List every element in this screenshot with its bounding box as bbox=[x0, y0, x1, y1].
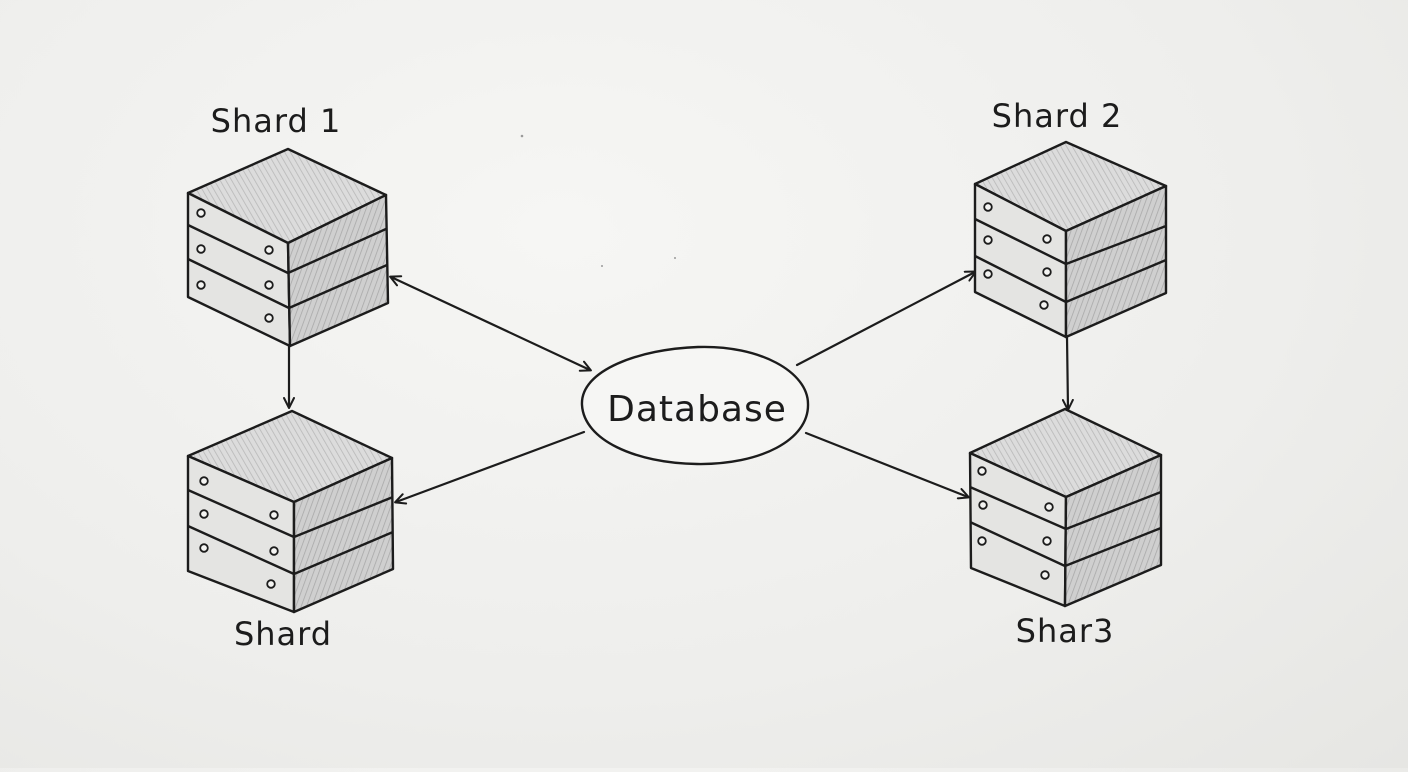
connectors bbox=[283, 270, 1074, 505]
unit-dividers bbox=[187, 223, 388, 310]
shard3-label: Shar3 bbox=[1016, 612, 1115, 650]
unit-dividers bbox=[969, 485, 1162, 568]
database-node: Database bbox=[580, 345, 810, 466]
speck bbox=[520, 134, 524, 138]
led-icon bbox=[977, 536, 987, 546]
led-icon bbox=[196, 280, 206, 290]
right-face bbox=[1063, 453, 1163, 608]
server-stack-shard-bottom-left bbox=[186, 409, 395, 614]
led-icon bbox=[983, 269, 993, 279]
server-stack-shard3 bbox=[968, 407, 1163, 608]
led-indicators bbox=[196, 208, 274, 323]
led-icon bbox=[199, 509, 209, 519]
led-icon bbox=[1044, 502, 1054, 512]
led-indicators bbox=[983, 202, 1052, 310]
led-icon bbox=[1040, 570, 1050, 580]
right-face bbox=[286, 193, 390, 348]
database-label: Database bbox=[607, 389, 787, 430]
paper-specks bbox=[520, 134, 676, 267]
speck bbox=[674, 257, 676, 259]
led-icon bbox=[1039, 300, 1049, 310]
led-icon bbox=[264, 245, 274, 255]
led-icon bbox=[983, 202, 993, 212]
led-indicators bbox=[199, 476, 279, 589]
led-icon bbox=[269, 510, 279, 520]
shard-bottom-left-label: Shard bbox=[234, 615, 332, 653]
led-icon bbox=[196, 244, 206, 254]
led-icon bbox=[199, 543, 209, 553]
edge-shard2-shard3 bbox=[1061, 335, 1074, 411]
led-icon bbox=[978, 500, 988, 510]
server-stack-shard2 bbox=[973, 140, 1168, 339]
led-icon bbox=[264, 280, 274, 290]
speck bbox=[601, 265, 603, 267]
unit-dividers bbox=[187, 488, 394, 576]
edge-shard1-database bbox=[389, 275, 592, 372]
server-stack-shard1 bbox=[186, 147, 390, 348]
led-icon bbox=[1042, 267, 1052, 277]
led-icon bbox=[196, 208, 206, 218]
led-icon bbox=[266, 579, 276, 589]
edge-database-shard2 bbox=[795, 270, 977, 367]
led-icon bbox=[1042, 234, 1052, 244]
shard1-label: Shard 1 bbox=[211, 102, 342, 140]
led-icon bbox=[199, 476, 209, 486]
led-icon bbox=[264, 313, 274, 323]
led-icon bbox=[983, 235, 993, 245]
database-ellipse bbox=[580, 345, 810, 466]
unit-dividers bbox=[974, 217, 1167, 304]
led-icon bbox=[269, 546, 279, 556]
right-face bbox=[292, 456, 395, 614]
shard2-label: Shard 2 bbox=[992, 97, 1123, 135]
edge-database-shard-bottom-left bbox=[394, 430, 586, 505]
led-icon bbox=[1042, 536, 1052, 546]
edge-database-shard3 bbox=[804, 431, 970, 500]
led-indicators bbox=[977, 466, 1054, 580]
led-icon bbox=[977, 466, 987, 476]
